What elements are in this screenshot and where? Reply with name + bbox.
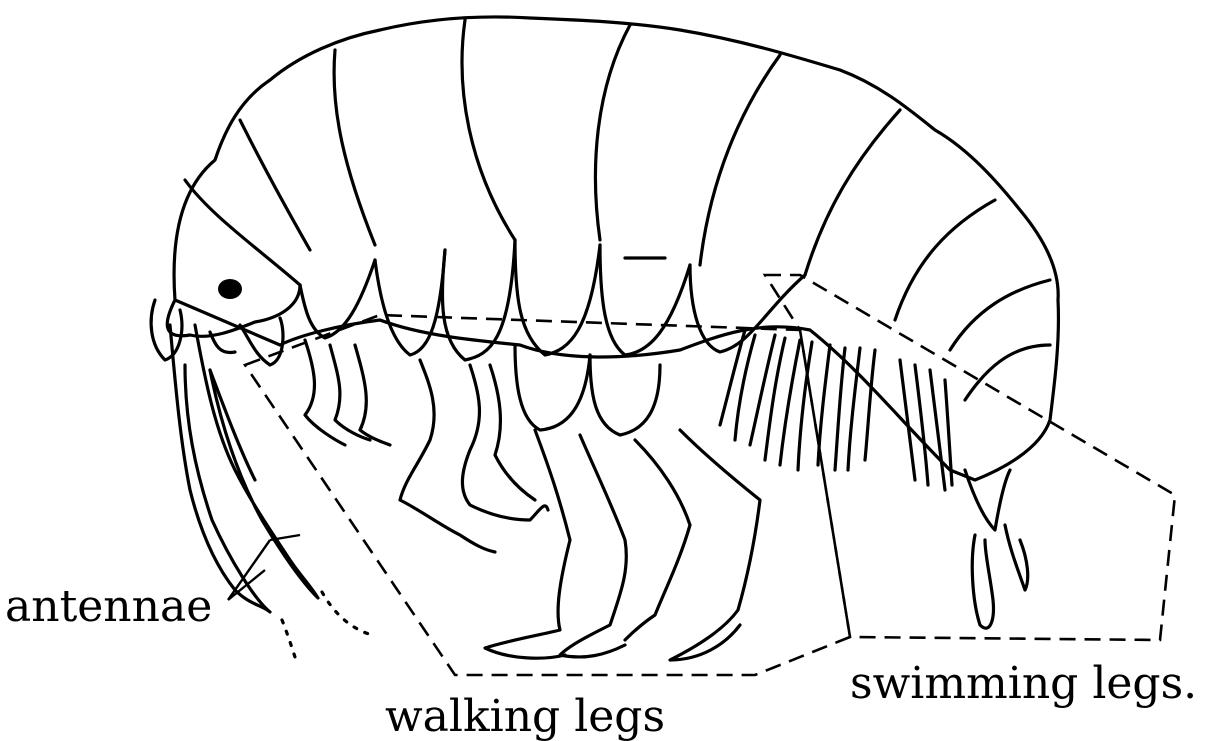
swimming-leg-2 bbox=[750, 335, 785, 460]
tail-uropod-2 bbox=[972, 535, 993, 628]
walking-leg-6 bbox=[490, 365, 535, 500]
walking-leg-7 bbox=[485, 430, 570, 658]
walking-leg-4 bbox=[400, 360, 495, 552]
antenna-tip-dots-1 bbox=[282, 620, 296, 660]
walking-leg-2 bbox=[330, 345, 370, 440]
eye-icon bbox=[218, 279, 242, 299]
swimming-leg-4 bbox=[818, 345, 845, 470]
walking-legs bbox=[305, 340, 760, 660]
walking-leg-5 bbox=[462, 365, 548, 520]
mouthpart-3 bbox=[151, 300, 182, 360]
swimming-legs-label: swimming legs. bbox=[850, 658, 1197, 709]
swimming-leg-1 bbox=[720, 330, 755, 440]
swimming-leg-3 bbox=[780, 340, 812, 470]
walking-legs-label: walking legs bbox=[385, 691, 665, 741]
antenna-tip-dots-2 bbox=[322, 592, 372, 635]
walking-leg-9 bbox=[625, 440, 690, 640]
antennae-leader-line bbox=[228, 535, 300, 600]
antennae-label: antennae bbox=[5, 581, 212, 632]
tail-uropod-3 bbox=[1005, 525, 1028, 590]
antenna-1 bbox=[170, 325, 270, 612]
coxal-plate-lower-2 bbox=[590, 355, 660, 435]
walking-leg-3 bbox=[355, 345, 390, 445]
